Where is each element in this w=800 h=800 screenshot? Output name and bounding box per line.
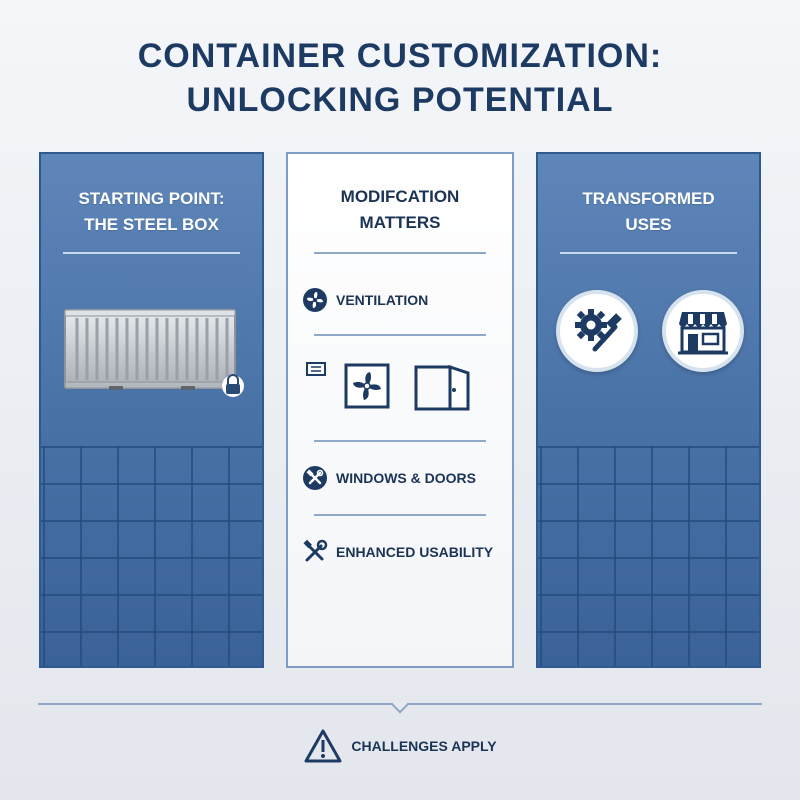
starting-point-heading: STARTING POINT: THE STEEL BOX: [41, 186, 262, 238]
padlock-icon: [222, 374, 244, 397]
modification-heading: MODIFCATION MATTERS: [288, 184, 512, 236]
starting-point-heading-line-1: STARTING POINT:: [78, 189, 225, 208]
starting-point-divider: [63, 252, 240, 254]
transformed-uses-heading: TRANSFORMED USES: [538, 186, 759, 238]
transformed-uses-heading-line-1: TRANSFORMED: [582, 189, 715, 208]
tools-icon: [302, 539, 328, 565]
enhanced-usability-label: ENHANCED USABILITY: [336, 544, 494, 560]
ventilation-label: VENTILATION: [336, 292, 429, 308]
modification-panel: MODIFCATION MATTERS VENTILATION: [286, 152, 514, 668]
shipping-container-icon: [64, 309, 244, 397]
windows-doors-label: WINDOWS & DOORS: [336, 470, 476, 486]
modification-divider-2: [314, 440, 486, 442]
transformed-uses-heading-line-2: USES: [625, 215, 672, 234]
windows-doors-item: WINDOWS & DOORS: [302, 465, 476, 491]
modification-divider-1: [314, 334, 486, 336]
fan-icon: [344, 363, 390, 409]
transformed-uses-divider: [560, 252, 737, 254]
modification-heading-line-2: MATTERS: [359, 213, 441, 232]
blueprint-grid: [538, 446, 759, 666]
challenges-label: CHALLENGES APPLY: [351, 738, 497, 754]
page-title: CONTAINER CUSTOMIZATION: UNLOCKING POTEN…: [0, 34, 800, 122]
warning-icon: [304, 729, 342, 763]
door-icon: [414, 364, 470, 411]
vent-grille-icon: [306, 362, 326, 376]
modification-divider-3: [314, 514, 486, 516]
title-line-1: CONTAINER CUSTOMIZATION:: [137, 37, 663, 75]
starting-point-panel: STARTING POINT: THE STEEL BOX: [39, 152, 264, 668]
enhanced-usability-item: ENHANCED USABILITY: [302, 539, 493, 565]
hammer-wrench-icon: [302, 465, 328, 491]
modification-heading-line-1: MODIFCATION: [340, 187, 460, 206]
storefront-icon: [662, 290, 744, 372]
modification-divider-top: [314, 252, 486, 254]
fan-icon: [302, 287, 328, 313]
starting-point-heading-line-2: THE STEEL BOX: [84, 215, 219, 234]
challenges-footer: CHALLENGES APPLY: [0, 728, 800, 764]
ventilation-item: VENTILATION: [302, 287, 428, 313]
title-line-2: UNLOCKING POTENTIAL: [186, 81, 614, 119]
transformed-uses-panel: TRANSFORMED USES: [536, 152, 761, 668]
gear-wrench-icon: [556, 290, 638, 372]
bottom-divider-pointer: [391, 696, 409, 714]
blueprint-grid: [41, 446, 262, 666]
